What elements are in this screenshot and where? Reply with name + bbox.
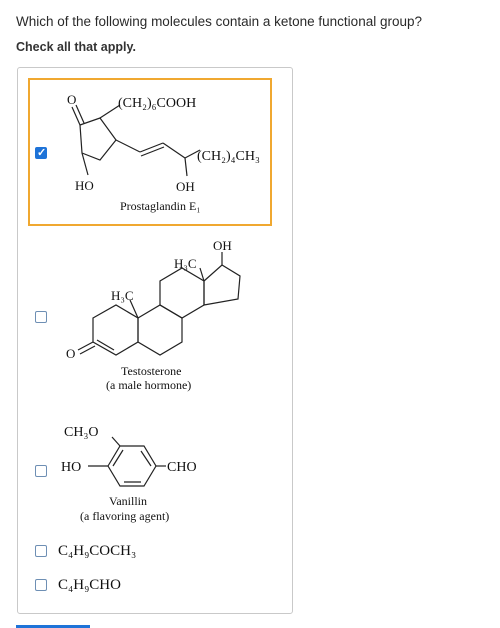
- option-c4h9cho-label[interactable]: C₄H₉CHO: [58, 577, 121, 593]
- prostaglandin-o-label: O: [67, 92, 76, 107]
- prostaglandin-name: Prostaglandin E₁: [120, 199, 201, 213]
- bottom-accent-bar: [16, 625, 90, 628]
- question-text: Which of the following molecules contain…: [16, 14, 422, 29]
- prostaglandin-ho-label: HO: [75, 178, 94, 193]
- option-c4h9coch3-label[interactable]: C₄H₉COCH₃: [58, 543, 137, 559]
- selected-option-frame: [28, 78, 272, 226]
- instruction-text: Check all that apply.: [16, 40, 136, 54]
- option-c4h9coch3-checkbox[interactable]: [35, 545, 47, 557]
- option-vanillin-checkbox[interactable]: [35, 465, 47, 477]
- prostaglandin-oh-label: OH: [176, 179, 195, 194]
- option-testosterone-checkbox[interactable]: [35, 311, 47, 323]
- checkmark-icon: ✓: [37, 147, 47, 159]
- prostaglandin-right-chain: (CH₂)₄CH₃: [197, 149, 260, 164]
- option-prostaglandin-checkbox[interactable]: ✓: [35, 147, 47, 159]
- option-c4h9cho-checkbox[interactable]: [35, 579, 47, 591]
- prostaglandin-top-chain: (CH₂)₆COOH: [118, 96, 196, 111]
